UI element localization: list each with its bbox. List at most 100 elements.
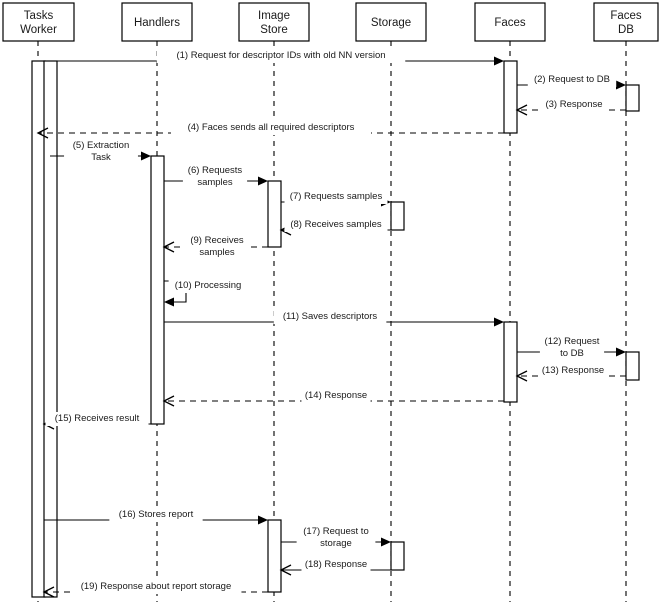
message-13[interactable] <box>515 370 626 382</box>
arrowhead-filled <box>616 347 626 357</box>
activation-bar-faces-db <box>625 84 640 112</box>
activation-bar-tasks-worker <box>43 60 58 598</box>
label-backdrop <box>301 558 371 572</box>
message-text: Task <box>91 152 111 163</box>
message-3[interactable] <box>515 104 626 116</box>
arrowhead-filled <box>164 297 174 307</box>
message-label-11: (11) Saves descriptors <box>273 310 387 324</box>
message-text: (2) Request to DB <box>534 74 610 85</box>
message-9[interactable] <box>162 241 268 253</box>
message-text: (14) Response <box>305 390 367 401</box>
message-label-1: (1) Request for descriptor IDs with old … <box>156 49 406 63</box>
label-backdrop <box>109 508 203 522</box>
arrowhead-open <box>162 395 175 407</box>
message-text: storage <box>320 538 352 549</box>
arrowhead-filled <box>141 151 151 161</box>
participant-box-faces-db[interactable] <box>593 2 659 42</box>
participant-label-tasks-worker: Tasks <box>24 10 54 22</box>
message-text: (1) Request for descriptor IDs with old … <box>176 50 385 61</box>
activation-bar-image-store <box>267 180 282 248</box>
participant-box-image-store[interactable] <box>238 2 310 42</box>
message-text: (8) Receives samples <box>290 219 382 230</box>
arrowhead-filled <box>258 176 268 186</box>
arrowhead-filled <box>381 537 391 547</box>
message-label-14: (14) Response <box>301 389 371 403</box>
participant-label-tasks-worker: Worker <box>20 24 57 36</box>
arrowhead-open <box>515 370 528 382</box>
activation-bar-faces <box>503 321 518 403</box>
message-label-13: (13) Response <box>538 364 608 378</box>
participant-label-image-store: Store <box>260 24 288 36</box>
activation-bar-faces <box>503 60 518 134</box>
label-backdrop <box>70 580 242 594</box>
participant-box-tasks-worker[interactable] <box>2 2 75 42</box>
message-label-10: (10) Processing <box>168 279 248 293</box>
message-text: (13) Response <box>542 365 604 376</box>
participant-label-image-store: Image <box>258 10 290 22</box>
message-label-16: (16) Stores report <box>109 508 203 522</box>
label-backdrop <box>156 49 406 63</box>
message-text: (10) Processing <box>175 280 242 291</box>
participant-box-faces[interactable] <box>474 2 546 42</box>
participant-label-faces-db: Faces <box>610 10 642 22</box>
message-label-18: (18) Response <box>301 558 371 572</box>
message-label-3: (3) Response <box>541 98 607 112</box>
arrowhead-filled <box>494 317 504 327</box>
message-text: (3) Response <box>545 99 602 110</box>
arrowhead-open <box>162 241 175 253</box>
message-text: (4) Faces sends all required descriptors <box>188 122 355 133</box>
message-labels-layer: (1) Request for descriptor IDs with old … <box>45 49 617 594</box>
arrowhead-open <box>279 564 292 576</box>
arrowhead-filled <box>258 515 268 525</box>
label-backdrop <box>284 190 388 204</box>
message-text: (9) Receives <box>190 235 244 246</box>
activation-bar-storage <box>390 541 405 571</box>
label-backdrop <box>538 364 608 378</box>
activation-bar-image-store <box>267 519 282 593</box>
message-label-2: (2) Request to DB <box>527 73 617 87</box>
message-text: (18) Response <box>305 559 367 570</box>
message-text: (5) Extraction <box>73 140 130 151</box>
message-text: to DB <box>560 348 584 359</box>
participant-box-handlers[interactable] <box>121 2 193 42</box>
activation-bar-handlers <box>150 155 165 425</box>
message-label-4: (4) Faces sends all required descriptors <box>171 121 371 135</box>
label-backdrop <box>273 310 387 324</box>
label-backdrop <box>64 139 138 165</box>
arrowhead-filled <box>616 80 626 90</box>
participant-label-storage: Storage <box>371 17 411 29</box>
arrowhead-filled <box>494 56 504 66</box>
participant-box-storage[interactable] <box>355 2 427 42</box>
label-backdrop <box>527 73 617 87</box>
message-label-15: (15) Receives result <box>45 412 149 426</box>
activations-layer <box>31 60 640 598</box>
activation-bar-tasks-worker <box>31 60 46 598</box>
message-text: (17) Request to <box>303 526 368 537</box>
arrowhead-open <box>36 127 49 139</box>
label-backdrop <box>284 218 388 232</box>
message-text: samples <box>197 177 233 188</box>
participant-label-handlers: Handlers <box>134 17 180 29</box>
message-label-19: (19) Response about report storage <box>70 580 242 594</box>
activation-bar-faces-db <box>625 351 640 381</box>
message-text: (19) Response about report storage <box>81 581 232 592</box>
activation-bar-storage <box>390 201 405 231</box>
label-backdrop <box>171 121 371 135</box>
label-backdrop <box>541 98 607 112</box>
label-backdrop <box>45 412 149 426</box>
label-backdrop <box>539 335 605 361</box>
message-text: (6) Requests <box>188 165 243 176</box>
message-text: (7) Requests samples <box>290 191 383 202</box>
label-backdrop <box>168 279 248 293</box>
label-backdrop <box>301 389 371 403</box>
label-backdrop <box>182 164 248 190</box>
label-backdrop <box>184 234 250 260</box>
message-text: (12) Request <box>545 336 600 347</box>
